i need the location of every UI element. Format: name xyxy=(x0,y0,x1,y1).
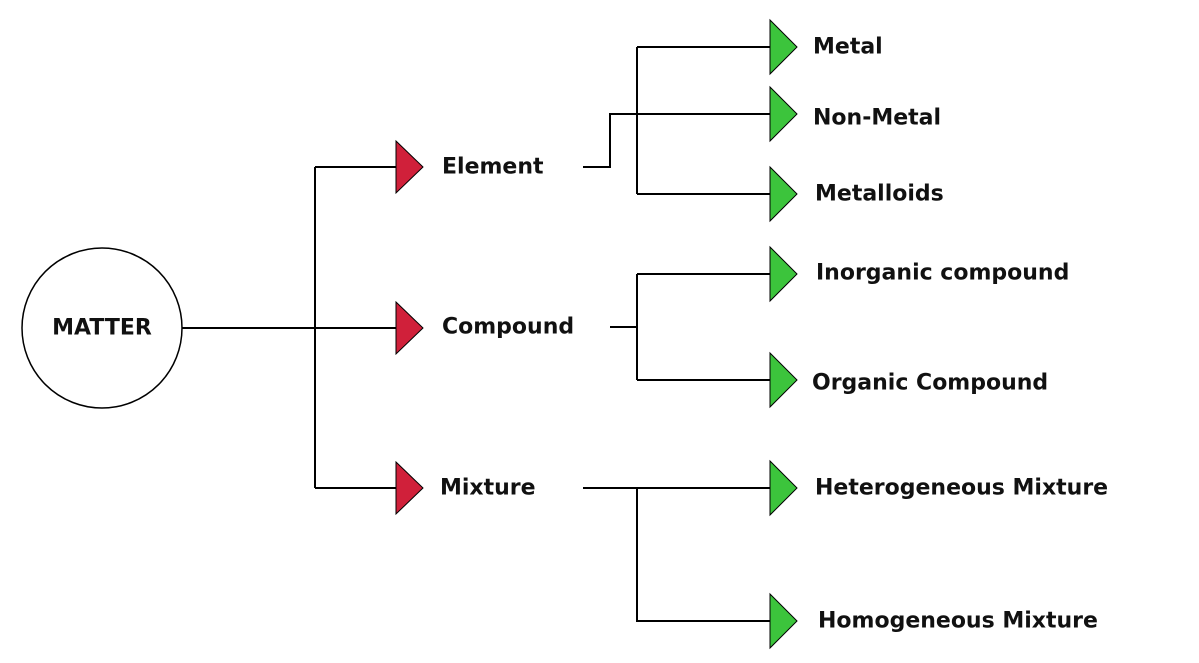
matter-label: MATTER xyxy=(52,316,152,341)
arrow-element-icon xyxy=(395,139,424,195)
arrow-metalloids-icon xyxy=(769,165,798,223)
leaf-metalloids: Metalloids xyxy=(815,182,944,207)
leaf-inorganic-compound: Inorganic compound xyxy=(816,261,1069,286)
leaf-homogeneous-mixture: Homogeneous Mixture xyxy=(818,609,1098,634)
leaf-heterogeneous-mixture: Heterogeneous Mixture xyxy=(815,476,1108,501)
arrow-mixture-icon xyxy=(395,460,424,516)
leaf-metal: Metal xyxy=(813,35,883,60)
arrow-compound-icon xyxy=(395,300,424,356)
category-compound: Compound xyxy=(442,315,574,340)
arrow-organic-icon xyxy=(769,351,798,409)
mixture-connectors xyxy=(583,487,774,622)
compound-connectors xyxy=(610,273,774,381)
root-connectors xyxy=(182,166,400,489)
arrow-homogeneous-icon xyxy=(769,592,798,650)
leaf-organic-compound: Organic Compound xyxy=(812,371,1048,396)
leaf-arrows xyxy=(769,18,798,650)
element-connectors xyxy=(583,46,774,195)
arrow-metal-icon xyxy=(769,18,798,76)
arrow-non-metal-icon xyxy=(769,85,798,143)
leaf-non-metal: Non-Metal xyxy=(813,106,941,131)
category-element: Element xyxy=(442,155,544,180)
arrow-inorganic-icon xyxy=(769,245,798,303)
category-mixture: Mixture xyxy=(440,476,536,501)
arrow-heterogeneous-icon xyxy=(769,459,798,517)
category-arrows xyxy=(395,139,424,516)
